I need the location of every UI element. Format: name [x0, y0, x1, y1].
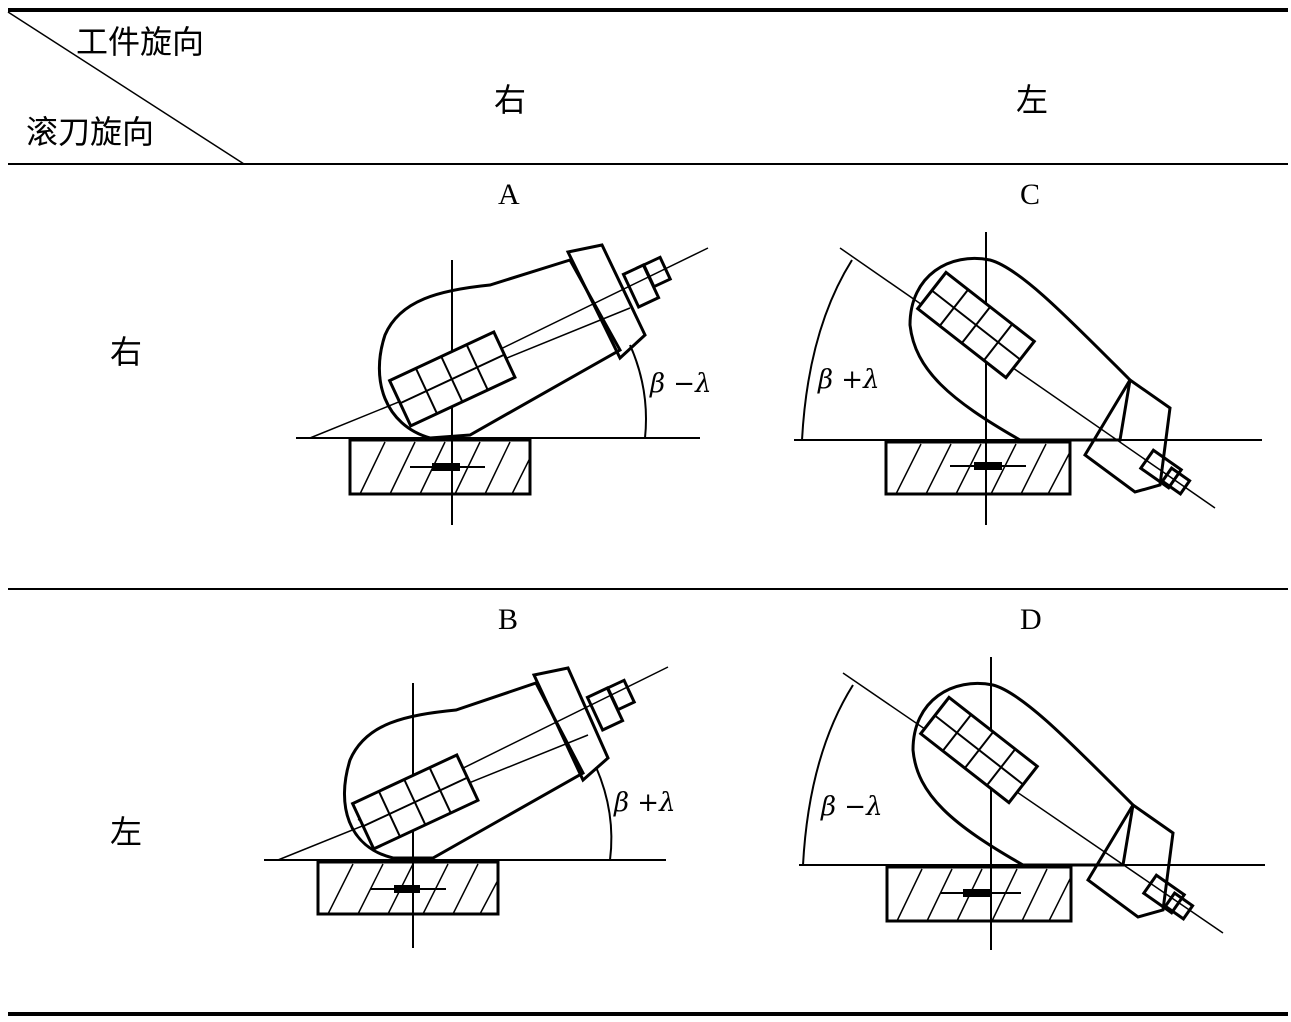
- row-label-left: 左: [110, 813, 143, 851]
- angle-label-d: β −λ: [820, 792, 883, 822]
- row-divider: [8, 588, 1288, 590]
- cell-letter-b: B: [498, 603, 519, 636]
- cell-letter-c: C: [1020, 178, 1041, 211]
- hob-direction-label: 滚刀旋向: [26, 113, 155, 151]
- hob-diagram-a: β −λ: [290, 230, 712, 530]
- top-rule: [8, 8, 1288, 12]
- header-diagonal: [0, 0, 260, 170]
- column-header-left: 左: [1016, 81, 1049, 119]
- hob-diagram-d: β −λ: [795, 655, 1275, 955]
- cell-letter-d: D: [1020, 603, 1042, 636]
- cell-letter-a: A: [498, 178, 520, 211]
- workpiece-direction-label: 工件旋向: [76, 23, 205, 61]
- bottom-rule: [8, 1012, 1288, 1016]
- column-header-right: 右: [494, 81, 527, 119]
- hob-diagram-b: β +λ: [258, 655, 676, 955]
- angle-label-c: β +λ: [817, 365, 880, 395]
- row-label-right: 右: [110, 333, 143, 371]
- angle-label-a: β −λ: [649, 369, 712, 399]
- header-rule: [8, 163, 1288, 165]
- angle-label-b: β +λ: [613, 788, 676, 818]
- hob-diagram-c: β +λ: [790, 230, 1270, 530]
